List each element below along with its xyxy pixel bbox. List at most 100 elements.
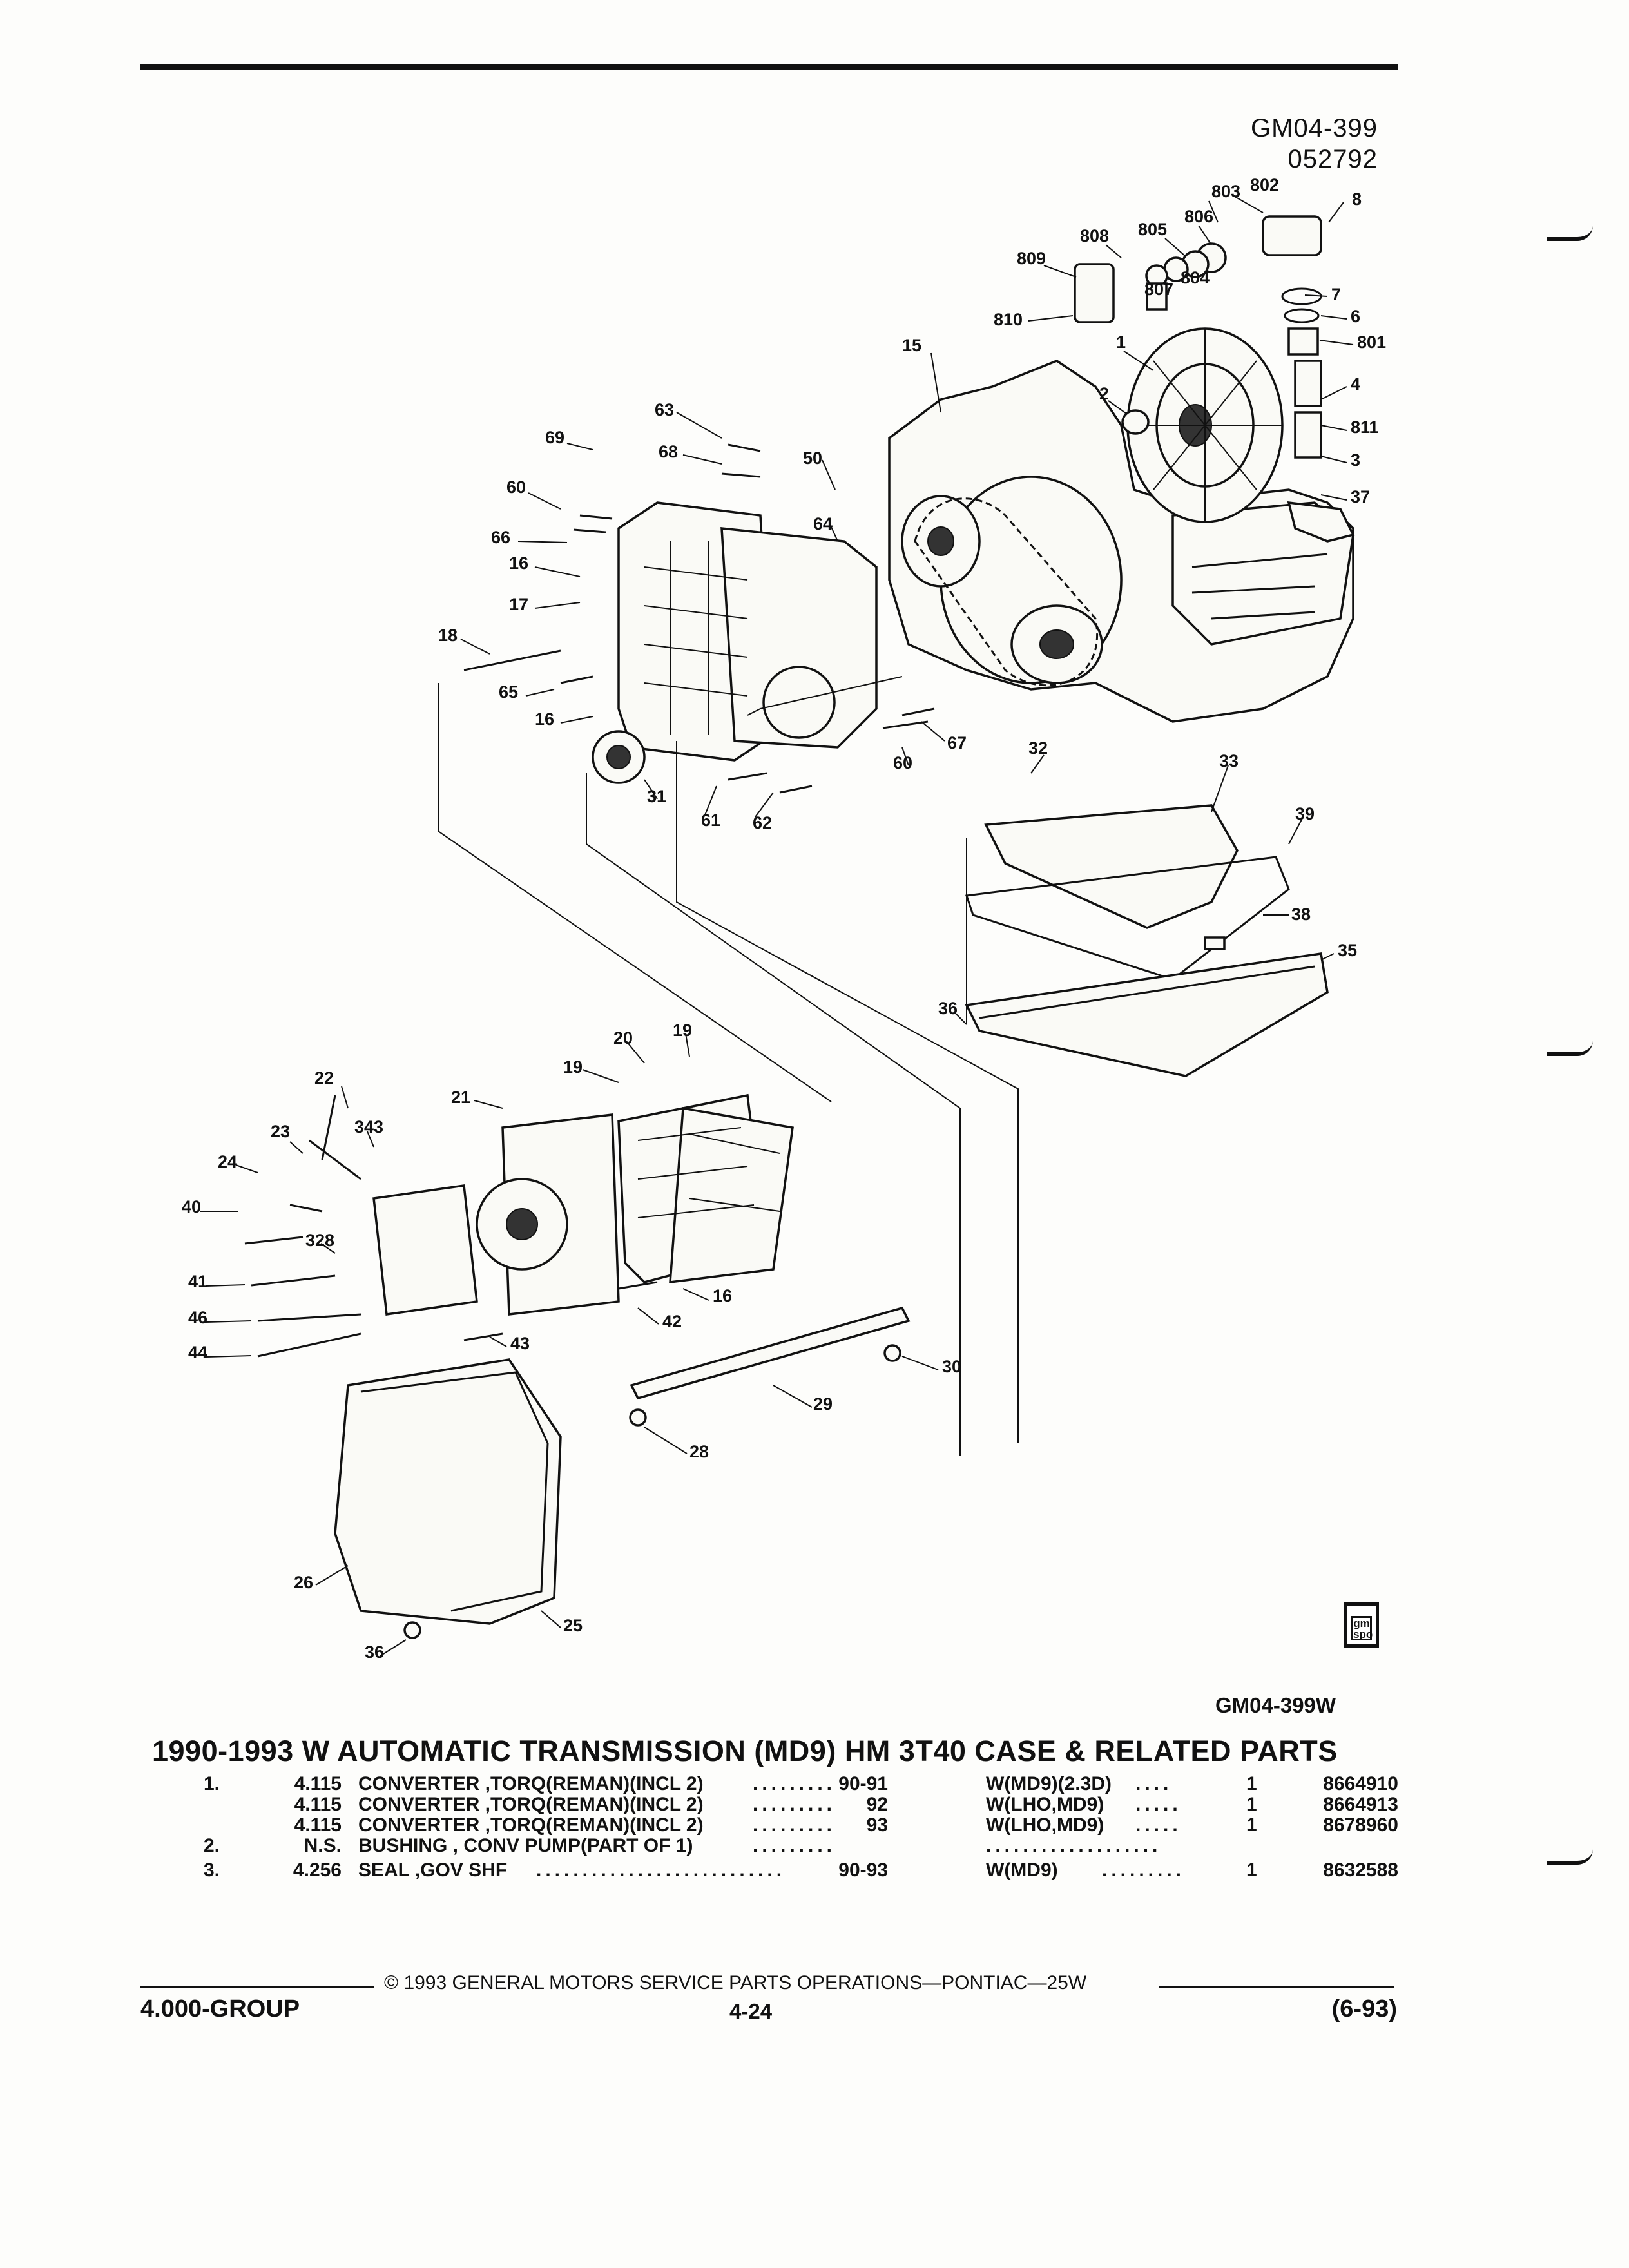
item-number: 1. [204,1773,220,1794]
callout-26: 26 [294,1573,313,1592]
exploded-parts-diagram: 803 802 8 806 808 805 809 7 807 804 6 81… [182,175,1386,1662]
footer-rule-left [140,1986,374,1988]
callout-23: 23 [271,1122,290,1141]
callout-807: 807 [1144,280,1173,299]
callout-64: 64 [813,514,833,533]
quantity: 1 [1246,1773,1257,1794]
binding-edge-mark [1547,1041,1593,1056]
copyright-notice: © 1993 GENERAL MOTORS SERVICE PARTS OPER… [384,1972,1087,1994]
binding-edge-mark [1547,226,1593,241]
callout-60: 60 [506,477,526,497]
part-description: CONVERTER ,TORQ(REMAN)(INCL 2) [358,1794,704,1815]
parts-row: 4.115 CONVERTER ,TORQ(REMAN)(INCL 2) ...… [0,1794,1629,1817]
callout-37: 37 [1351,487,1370,506]
footer-rule-right [1159,1986,1394,1988]
callout-68: 68 [659,442,678,461]
leader-dots: ........................... [536,1860,786,1881]
callout-18: 18 [438,626,458,645]
quantity: 1 [1246,1860,1257,1881]
binding-edge-mark [1547,1849,1593,1865]
callout-36: 36 [938,999,958,1018]
gm-spo-logo-text: gm spo [1351,1616,1373,1640]
callout-32: 32 [1028,738,1048,758]
section-title: 1990-1993 W AUTOMATIC TRANSMISSION (MD9)… [152,1735,1338,1767]
callout-810: 810 [994,310,1023,329]
callout-802: 802 [1250,175,1279,195]
callout-67: 67 [947,733,967,753]
governor-assembly [1074,215,1322,356]
callout-63: 63 [655,400,674,419]
application: W(MD9) [986,1860,1058,1881]
callout-46: 46 [188,1308,207,1327]
revision-date: (6-93) [1331,1995,1397,2023]
part-number: 8678960 [1323,1814,1398,1836]
transmission-case-illustration [888,360,1355,723]
callout-16c: 16 [713,1286,732,1305]
callout-801: 801 [1357,332,1386,352]
group-number: 4.256 [293,1860,342,1881]
callout-343: 343 [354,1117,383,1137]
callout-4: 4 [1351,374,1360,394]
group-number: 4.115 [294,1794,342,1815]
leader-dots: ................... [986,1835,1162,1856]
callout-28: 28 [689,1442,709,1461]
callout-3: 3 [1351,450,1360,470]
parts-row: 4.115 CONVERTER ,TORQ(REMAN)(INCL 2) ...… [0,1814,1629,1838]
page-number: 4-24 [729,1999,773,2023]
application: W(LHO,MD9) [986,1794,1104,1815]
leader-dots: ......... [753,1814,836,1836]
callout-805: 805 [1138,220,1167,239]
leader-dots: ......... [1102,1860,1186,1881]
callout-41: 41 [188,1272,207,1291]
bolts-lower [244,1236,658,1358]
part-description: BUSHING , CONV PUMP(PART OF 1) [358,1835,693,1856]
part-number: 8664913 [1323,1794,1398,1815]
callout-1: 1 [1116,332,1126,352]
callout-17: 17 [509,595,528,614]
callout-19: 19 [673,1021,692,1040]
callout-38: 38 [1291,905,1311,924]
callout-8: 8 [1352,189,1362,209]
figure-id: GM04-399 [1251,114,1378,142]
leader-lines [200,196,1354,1657]
callout-811: 811 [1351,418,1379,437]
part-description: CONVERTER ,TORQ(REMAN)(INCL 2) [358,1773,704,1794]
item-number: 3. [204,1860,220,1881]
oil-filter-and-pan [965,804,1329,1077]
item-number: 2. [204,1835,220,1856]
leader-dots: ..... [1135,1794,1182,1815]
parts-row: 2. N.S. BUSHING , CONV PUMP(PART OF 1) .… [0,1835,1629,1858]
callout-809: 809 [1017,249,1046,268]
callout-22: 22 [314,1068,334,1088]
leader-dots: ......... [753,1773,836,1794]
callout-2: 2 [1099,384,1109,403]
leader-dots: ..... [1135,1814,1182,1836]
callout-21: 21 [451,1088,470,1107]
callout-16: 16 [509,553,528,573]
leader-dots: ......... [753,1835,836,1856]
callout-50: 50 [803,448,822,468]
parts-row: 1. 4.115 CONVERTER ,TORQ(REMAN)(INCL 2) … [0,1773,1629,1796]
callout-29: 29 [813,1394,833,1414]
callout-6: 6 [1351,307,1360,326]
callout-66: 66 [491,528,510,547]
application: W(MD9)(2.3D) [986,1773,1112,1794]
top-rule [140,64,1398,70]
callout-806: 806 [1184,207,1213,226]
model-years: 90-93 [838,1860,888,1881]
case-cover-illustration [592,501,878,784]
footer-group: 4.000-GROUP [140,1995,300,2023]
group-number: 4.115 [294,1773,342,1794]
callout-35: 35 [1338,941,1357,960]
part-number: 8664910 [1323,1773,1398,1794]
callout-44: 44 [188,1343,207,1362]
figure-code: GM04-399W [1215,1693,1336,1717]
valve-body-and-pump [289,1093,794,1316]
callout-65: 65 [499,682,518,702]
callout-19b: 19 [563,1057,583,1077]
callout-7: 7 [1331,285,1341,304]
quantity: 1 [1246,1814,1257,1836]
callout-42: 42 [662,1312,682,1331]
callout-61: 61 [701,811,720,830]
part-description: CONVERTER ,TORQ(REMAN)(INCL 2) [358,1814,704,1836]
